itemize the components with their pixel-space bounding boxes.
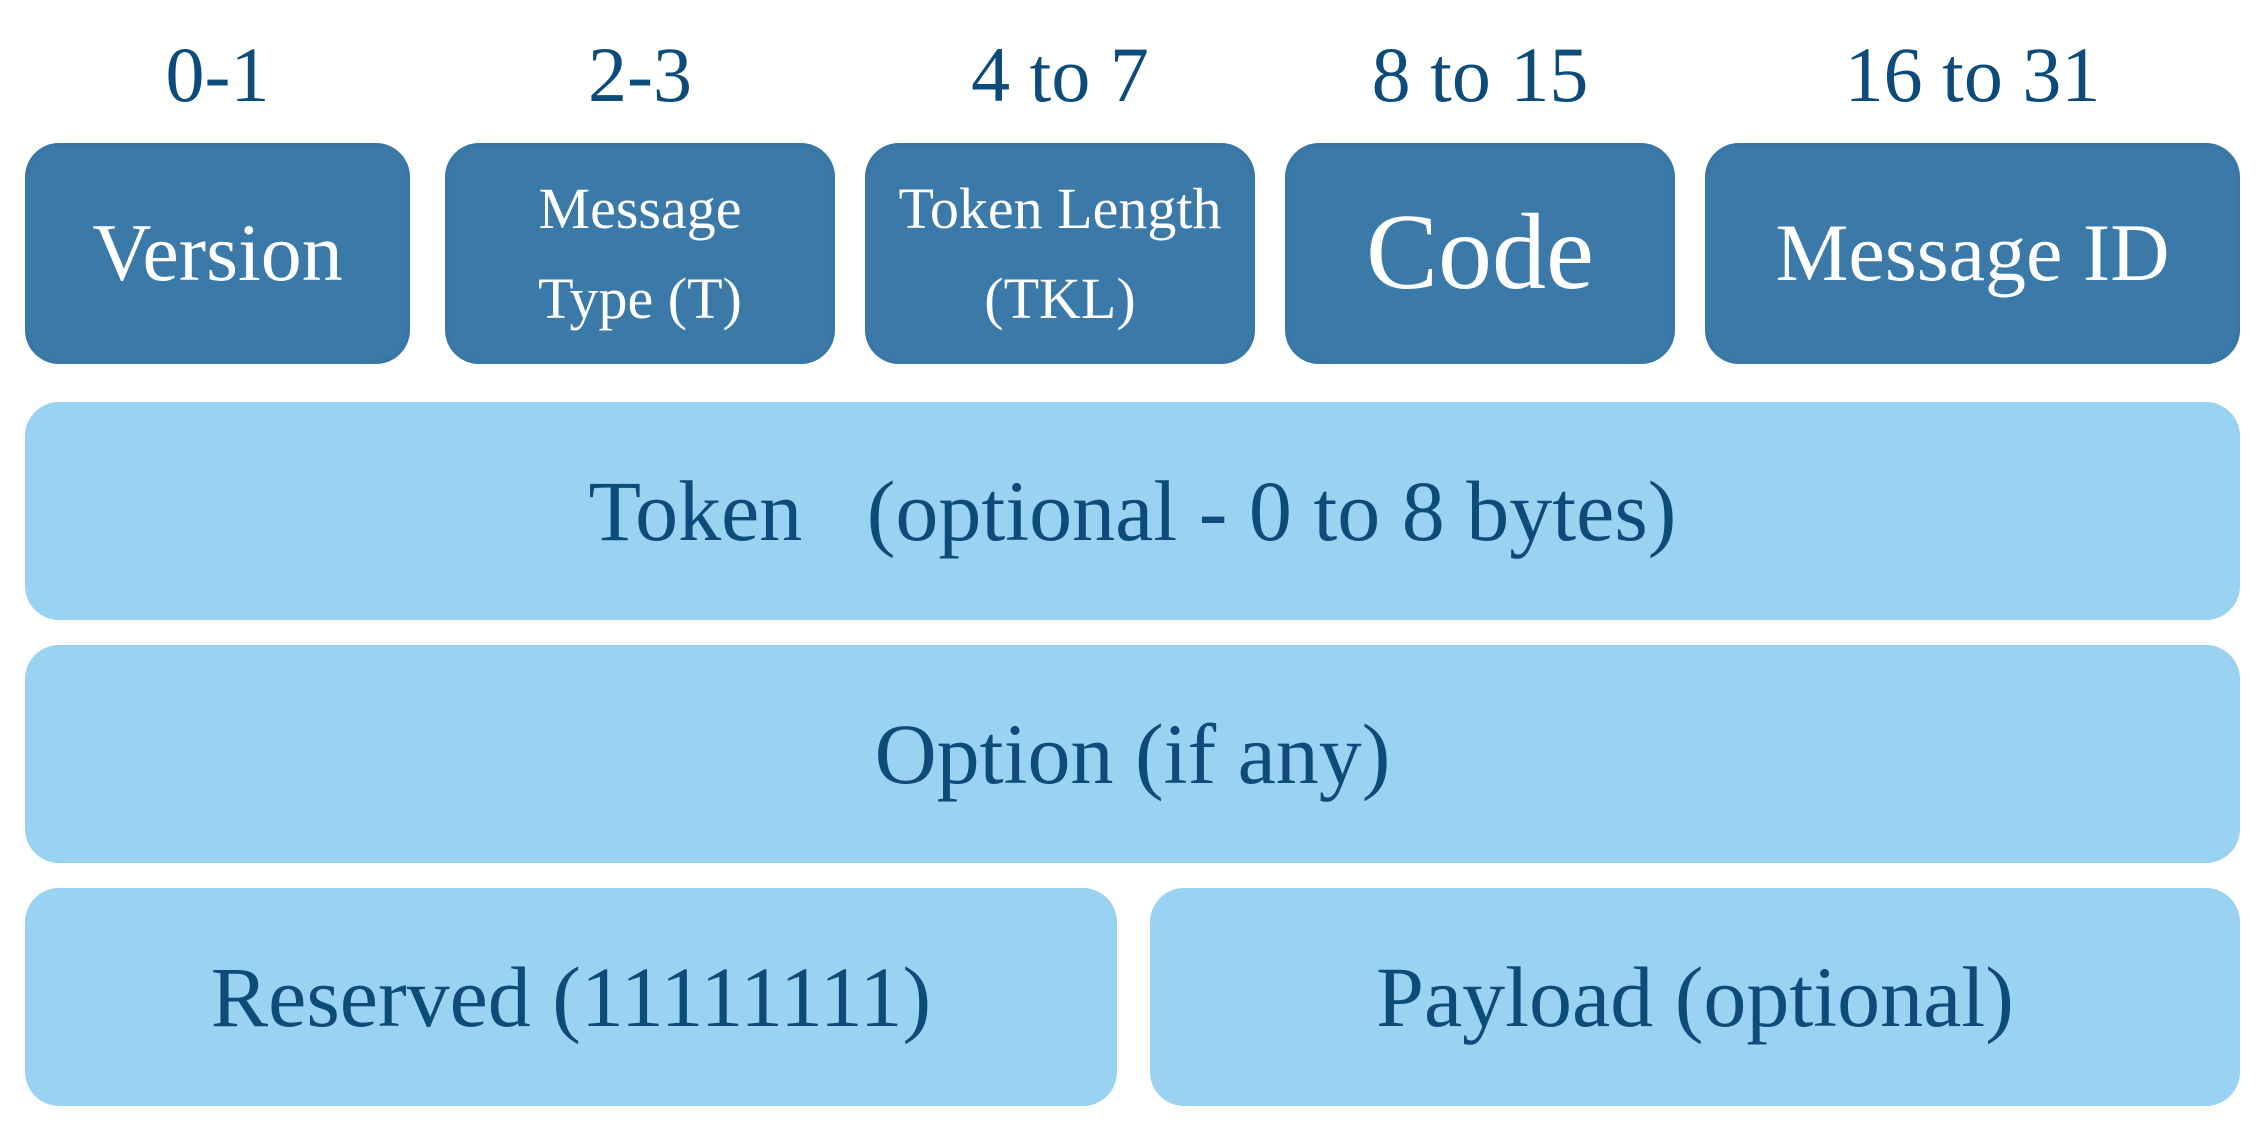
bit-range-2-3: 2-3 [588,31,692,118]
bit-range-4-7: 4 to 7 [971,31,1149,118]
code-field: Code [1285,143,1675,364]
token-length-label: Token Length (TKL) [898,175,1222,331]
bit-range-0-1: 0-1 [165,31,270,118]
bit-range-8-15: 8 to 15 [1371,31,1589,118]
reserved-label: Reserved (11111111) [210,948,932,1045]
token-label: Token (optional - 0 to 8 bytes) [588,462,1677,559]
payload-field: Payload (optional) [1150,888,2240,1106]
option-field: Option (if any) [25,645,2240,863]
message-id-label: Message ID [1775,207,2170,299]
message-id-field: Message ID [1705,143,2240,364]
token-field: Token (optional - 0 to 8 bytes) [25,402,2240,620]
version-label: Version [92,207,343,299]
payload-label: Payload (optional) [1376,948,2014,1045]
token-length-field: Token Length (TKL) [865,143,1255,364]
message-type-label: Message Type (T) [538,175,742,331]
message-type-field: Message Type (T) [445,143,835,364]
version-field: Version [25,143,410,364]
option-label: Option (if any) [874,705,1391,802]
code-label: Code [1366,193,1594,313]
reserved-field: Reserved (11111111) [25,888,1117,1106]
bit-range-16-31: 16 to 31 [1844,31,2101,118]
